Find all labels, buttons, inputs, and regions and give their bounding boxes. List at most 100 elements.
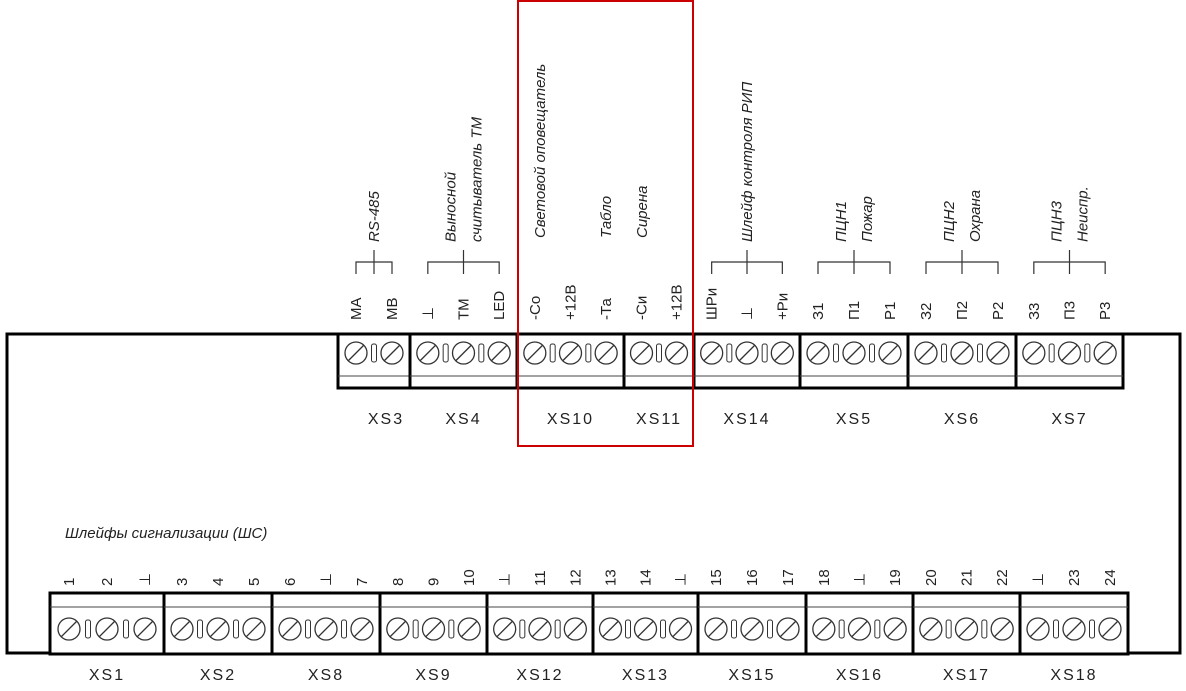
- screw-icon: [457, 617, 481, 641]
- terminal-separator: [731, 619, 737, 639]
- pin-label: +Ри: [774, 293, 791, 320]
- screw-icon: [806, 341, 830, 365]
- terminal-separator: [85, 619, 91, 639]
- connector-label-xs15: XS15: [728, 667, 775, 684]
- pin-label: 10: [461, 569, 478, 586]
- screw-slot: [851, 621, 868, 637]
- screw-slot: [1061, 345, 1078, 361]
- terminal-separator: [554, 619, 561, 639]
- terminal-block-xs8: [270, 591, 382, 656]
- pin-label: Р2: [990, 302, 1007, 320]
- screw-slot: [1025, 345, 1042, 361]
- connector-label-xs1: XS1: [89, 667, 125, 684]
- screw-icon: [704, 617, 728, 641]
- group-bracket: [925, 250, 999, 274]
- group-title: RS-485: [366, 190, 383, 242]
- connector-label-xs10: XS10: [547, 411, 594, 428]
- terminal-block-xs17: [911, 591, 1022, 656]
- pin-label: П2: [954, 301, 971, 320]
- pin-label: 16: [744, 569, 761, 586]
- connector-label-xs8: XS8: [308, 667, 344, 684]
- pin-label: 22: [994, 569, 1011, 586]
- terminal-separator: [442, 343, 449, 363]
- screw-icon: [170, 617, 194, 641]
- terminal-separator: [833, 343, 839, 363]
- group-title: ПЦН3: [1049, 200, 1066, 242]
- panel-label: Табло: [598, 196, 615, 238]
- group-bracket: [711, 250, 783, 274]
- connector-label-xs3: XS3: [368, 411, 404, 428]
- screw-icon: [528, 617, 552, 641]
- terminal-block-xs18: [1018, 591, 1130, 656]
- bracket-xs7: [1033, 250, 1106, 274]
- terminal-separator: [660, 619, 666, 639]
- group-bracket: [355, 250, 393, 274]
- bracket-xs14: [711, 250, 783, 274]
- terminal-separator: [341, 619, 347, 639]
- bracket-xs4: [427, 250, 500, 274]
- screw-icon: [242, 617, 266, 641]
- terminal-separator: [767, 619, 773, 639]
- pin-label: ⊥: [739, 307, 756, 320]
- pin-label: 12: [567, 569, 584, 586]
- terminal-block-xs6: [906, 332, 1018, 390]
- terminal-separator: [981, 619, 988, 639]
- pin-label: 6: [282, 578, 299, 586]
- pin-label: 2: [99, 578, 116, 586]
- pin-label: З3: [1026, 303, 1043, 320]
- terminal-block-xs11: [622, 332, 696, 390]
- screw-icon: [740, 617, 764, 641]
- screw-slot: [954, 345, 970, 361]
- group-title: Пожар: [859, 196, 876, 242]
- screw-icon: [950, 341, 974, 365]
- terminal-separator: [233, 619, 239, 639]
- screw-icon: [700, 341, 724, 365]
- terminal-block-xs10: [515, 332, 626, 390]
- pin-label: ⊥: [318, 573, 335, 586]
- terminal-separator: [656, 343, 662, 363]
- connector-label-xs9: XS9: [415, 667, 451, 684]
- pin-label: -Си: [634, 296, 651, 320]
- pin-label: П1: [846, 301, 863, 320]
- screw-slot: [455, 345, 472, 361]
- group-title: ПЦН1: [833, 201, 850, 242]
- connector-label-xs13: XS13: [622, 667, 669, 684]
- terminal-block-xs5: [798, 332, 910, 390]
- pin-label: 8: [390, 578, 407, 586]
- screw-slot: [354, 621, 370, 637]
- group-bracket: [817, 250, 891, 274]
- pin-label: З1: [810, 303, 827, 320]
- screw-slot: [739, 345, 755, 361]
- terminal-block-xs2: [162, 591, 274, 656]
- screw-slot: [496, 621, 513, 637]
- pin-label: ТМ: [456, 298, 473, 320]
- screw-icon: [487, 341, 511, 365]
- screw-slot: [994, 621, 1011, 637]
- connector-label-xs11: XS11: [636, 411, 682, 428]
- screw-slot: [598, 345, 615, 361]
- screw-icon: [451, 341, 476, 365]
- pin-label: LED: [491, 291, 508, 320]
- connector-label-xs5: XS5: [836, 411, 872, 428]
- terminal-separator: [869, 343, 875, 363]
- pin-label: ⊥: [1030, 573, 1047, 586]
- group-title: Охрана: [967, 190, 984, 242]
- light-annunciator-label: Световой оповещатель: [532, 64, 549, 238]
- screw-icon: [847, 617, 872, 641]
- connector-label-xs4: XS4: [445, 411, 481, 428]
- screw-icon: [770, 341, 794, 365]
- screw-icon: [1093, 341, 1117, 365]
- screw-icon: [990, 617, 1014, 641]
- terminal-separator: [371, 343, 377, 363]
- screw-slot: [137, 621, 153, 637]
- screw-icon: [493, 617, 517, 641]
- pin-label: 3: [174, 578, 191, 586]
- highlight-box: [517, 0, 694, 447]
- terminal-block-xs15: [696, 591, 808, 656]
- screw-slot: [708, 621, 724, 637]
- terminal-separator: [519, 619, 526, 639]
- connector-label-xs2: XS2: [200, 667, 236, 684]
- terminal-separator: [761, 343, 768, 363]
- screw-icon: [278, 617, 302, 641]
